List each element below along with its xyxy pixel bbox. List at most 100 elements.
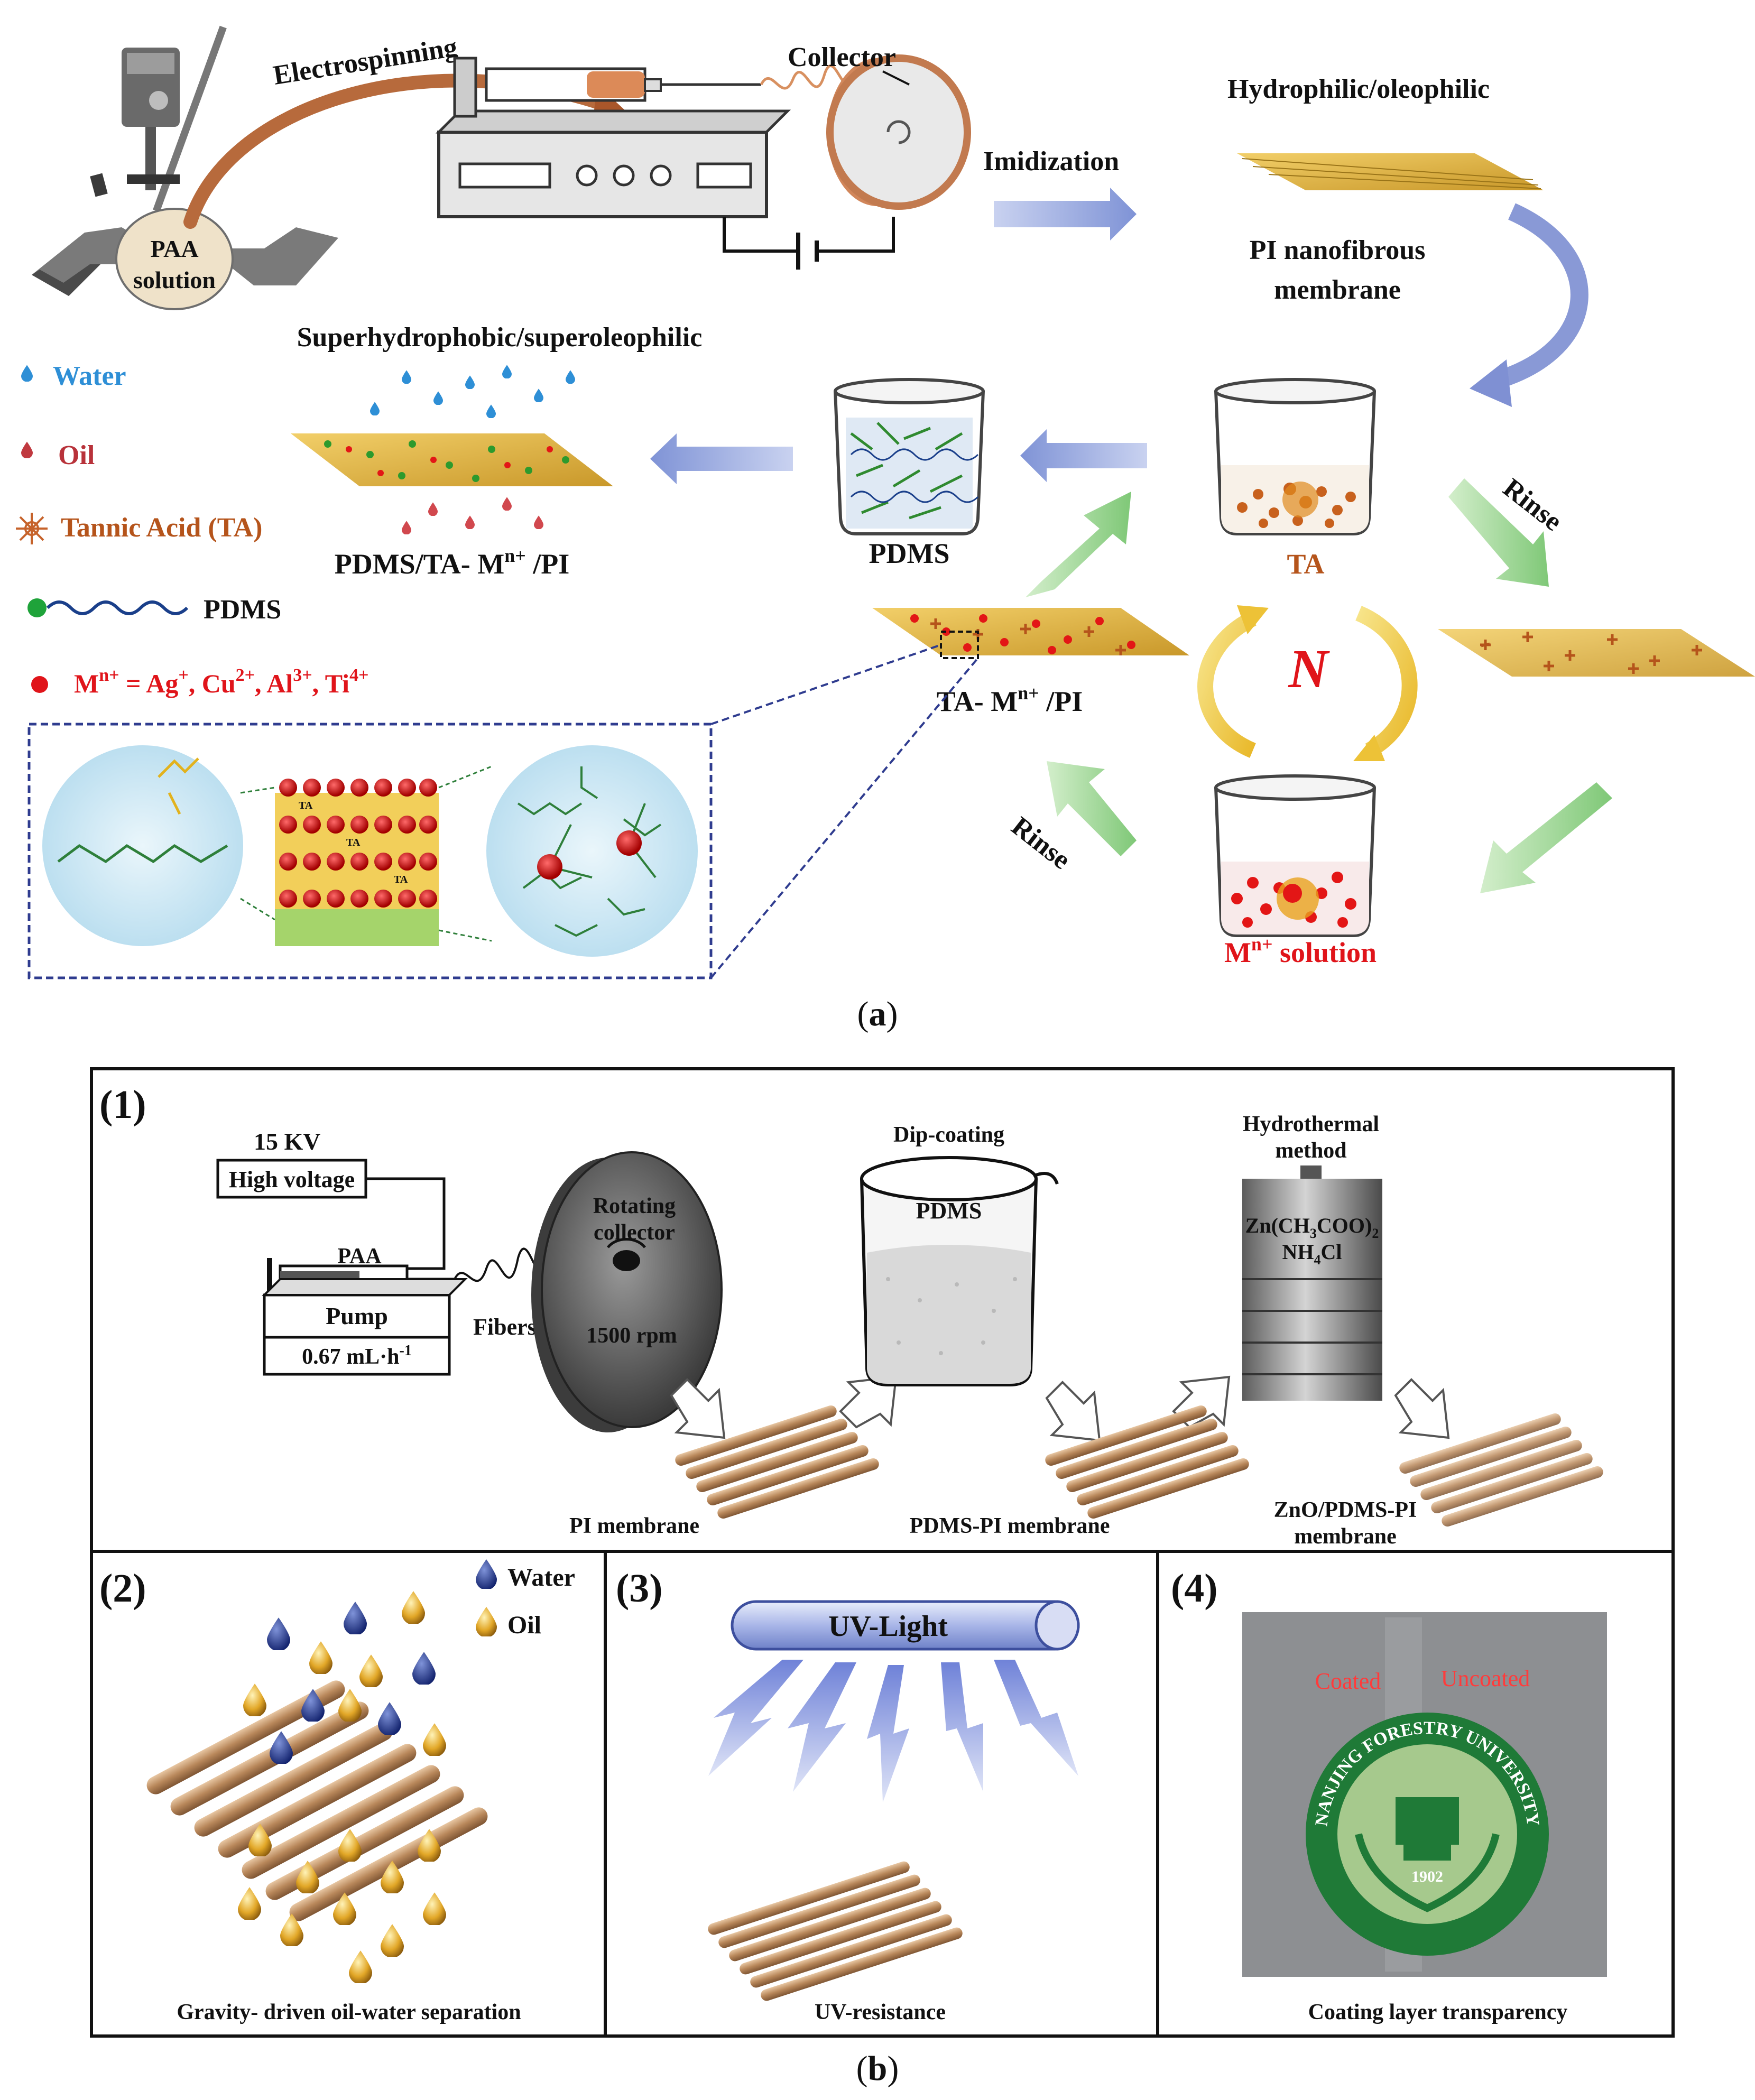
collector-pointer xyxy=(882,70,910,86)
high-voltage-label: High voltage xyxy=(229,1167,355,1192)
collector-drum xyxy=(826,54,971,210)
curved-arrow-to-ta-head xyxy=(1470,359,1512,407)
imidization-label: Imidization xyxy=(983,146,1119,177)
voltage-wire xyxy=(366,1177,446,1270)
product-water-drops xyxy=(370,365,575,418)
ta-block-label-2: TA xyxy=(346,837,361,848)
pi-membrane-line2: membrane xyxy=(1274,275,1401,305)
pdms-pi-membrane-rods xyxy=(1045,1405,1249,1519)
legend-pdms-chain xyxy=(46,600,189,615)
cycle-count-label: N xyxy=(1288,639,1330,699)
ammonium-label: NH4Cl xyxy=(1282,1240,1342,1268)
superhydrophobic-label: Superhydrophobic/superoleophilic xyxy=(297,322,703,353)
ta-molecules-right xyxy=(1480,632,1702,674)
pi-membrane-sheet xyxy=(1237,153,1544,190)
ta-m-dots xyxy=(910,614,1135,654)
rinse-bottom-arrow xyxy=(1047,761,1137,856)
panel-a-caption: (a) xyxy=(857,995,898,1033)
ta-m-molecules xyxy=(930,618,1126,655)
sub2-legend-water: Water xyxy=(507,1564,575,1592)
uncoated-label: Uncoated xyxy=(1441,1666,1530,1691)
rotating-collector xyxy=(531,1151,723,1432)
legend-oil-label: Oil xyxy=(58,440,95,470)
sub2-legend-oil-icon xyxy=(476,1607,497,1636)
ta-block-label-1: TA xyxy=(299,800,313,811)
zno-line1: ZnO/PDMS-PI xyxy=(1274,1498,1417,1522)
pi-membrane-rods xyxy=(675,1405,879,1519)
legend-oil-icon xyxy=(21,441,33,458)
zinc-acetate-label: Zn(CH3COO)2 xyxy=(1245,1214,1379,1241)
stirrer-illustration xyxy=(32,25,338,310)
curved-arrow-to-ta xyxy=(1493,203,1588,390)
inset-polyimide-bubble xyxy=(42,745,243,946)
paa-solution-line1: PAA xyxy=(150,235,198,262)
pump-box xyxy=(263,1293,451,1339)
hollow-arrows xyxy=(670,1375,1450,1442)
arrow-to-product xyxy=(650,433,793,484)
sub2-legend-water-icon xyxy=(476,1559,497,1589)
pump-label: Pump xyxy=(326,1302,388,1329)
product-ta-dots xyxy=(346,446,553,476)
ta-beaker-label: TA xyxy=(1287,548,1324,580)
ground-wire xyxy=(723,217,895,253)
pump-top xyxy=(262,1278,468,1296)
uv-lamp-label: UV-Light xyxy=(828,1610,948,1643)
product-label: PDMS/TA- Mn+ /PI xyxy=(335,545,570,580)
inset-link-4 xyxy=(438,929,492,942)
university-seal xyxy=(1306,1713,1549,1956)
pdms-beaker xyxy=(834,378,985,535)
seal-year: 1902 xyxy=(1411,1868,1443,1885)
panel-a: PAA solution Electrospinning xyxy=(16,25,1755,1033)
sub3-caption: UV-resistance xyxy=(815,2000,946,2024)
product-oil-drops xyxy=(402,497,543,534)
sub4-caption: Coating layer transparency xyxy=(1308,2000,1568,2024)
legend-metal-label: Mn+ = Ag+, Cu2+, Al3+, Ti4+ xyxy=(74,665,368,698)
paa-label: PAA xyxy=(337,1244,382,1269)
pdms-beaker-label: PDMS xyxy=(869,538,950,569)
sub1-label: (1) xyxy=(99,1083,146,1127)
arrow-to-m-beaker xyxy=(1480,782,1612,893)
high-voltage-box xyxy=(216,1159,367,1199)
dip-coating-beaker xyxy=(860,1156,1059,1386)
fibers-label: Fibers xyxy=(473,1314,537,1340)
hydrophilic-label: Hydrophilic/oleophilic xyxy=(1227,74,1490,104)
panel-b: (1) 15 KV High voltage PAA Pump 0.67 mL·… xyxy=(90,1067,1675,2088)
sub3-label: (3) xyxy=(616,1566,663,1611)
legend: Water Oil Tannic Acid (TA) PDMS Mn+ = Ag… xyxy=(16,361,368,698)
rpm-label: 1500 rpm xyxy=(586,1324,677,1348)
pdms-pi-label: PDMS-PI membrane xyxy=(909,1514,1110,1538)
pi-membrane-lines xyxy=(1242,158,1541,189)
inset-link-2 xyxy=(240,898,275,921)
dip-pdms-label: PDMS xyxy=(916,1198,982,1224)
cycle-arrow-right-head xyxy=(1353,735,1385,761)
autoclave xyxy=(1242,1165,1382,1401)
sub2-caption: Gravity- driven oil-water separation xyxy=(177,2000,521,2024)
zno-membrane-rods xyxy=(1399,1413,1603,1527)
legend-metal-icon xyxy=(31,676,48,693)
pi-membrane-line1: PI nanofibrous xyxy=(1250,235,1426,265)
arrow-up-from-ta-m xyxy=(1026,492,1131,597)
legend-ta-label: Tannic Acid (TA) xyxy=(61,513,262,543)
voltage-label: 15 KV xyxy=(254,1128,321,1155)
rotating-line2: collector xyxy=(594,1220,675,1245)
sub2-legend-oil: Oil xyxy=(507,1611,541,1639)
sub4-label: (4) xyxy=(1171,1566,1218,1611)
cycle-arrow-left xyxy=(1197,611,1257,758)
arrow-to-pdms-beaker xyxy=(1020,429,1147,482)
ta-beaker xyxy=(1214,378,1376,535)
sub2-label: (2) xyxy=(99,1566,146,1611)
m-solution-label: Mn+ solution xyxy=(1224,933,1377,968)
imidization-arrow xyxy=(994,188,1137,240)
rinse-top-arrow xyxy=(1448,478,1549,587)
cycle-arrow-right xyxy=(1355,606,1418,758)
flow-rate-label: 0.67 mL·h-1 xyxy=(302,1343,412,1369)
rinse-bottom-label: Rinse xyxy=(1006,811,1076,875)
hydro-line2: method xyxy=(1275,1139,1346,1163)
inset-link-3 xyxy=(438,765,492,789)
sub3-membrane-rods xyxy=(708,1861,963,2001)
ta-m-pi-sheet xyxy=(872,608,1189,655)
pi-membrane-label: PI membrane xyxy=(569,1514,699,1538)
collector-label: Collector xyxy=(788,42,896,72)
